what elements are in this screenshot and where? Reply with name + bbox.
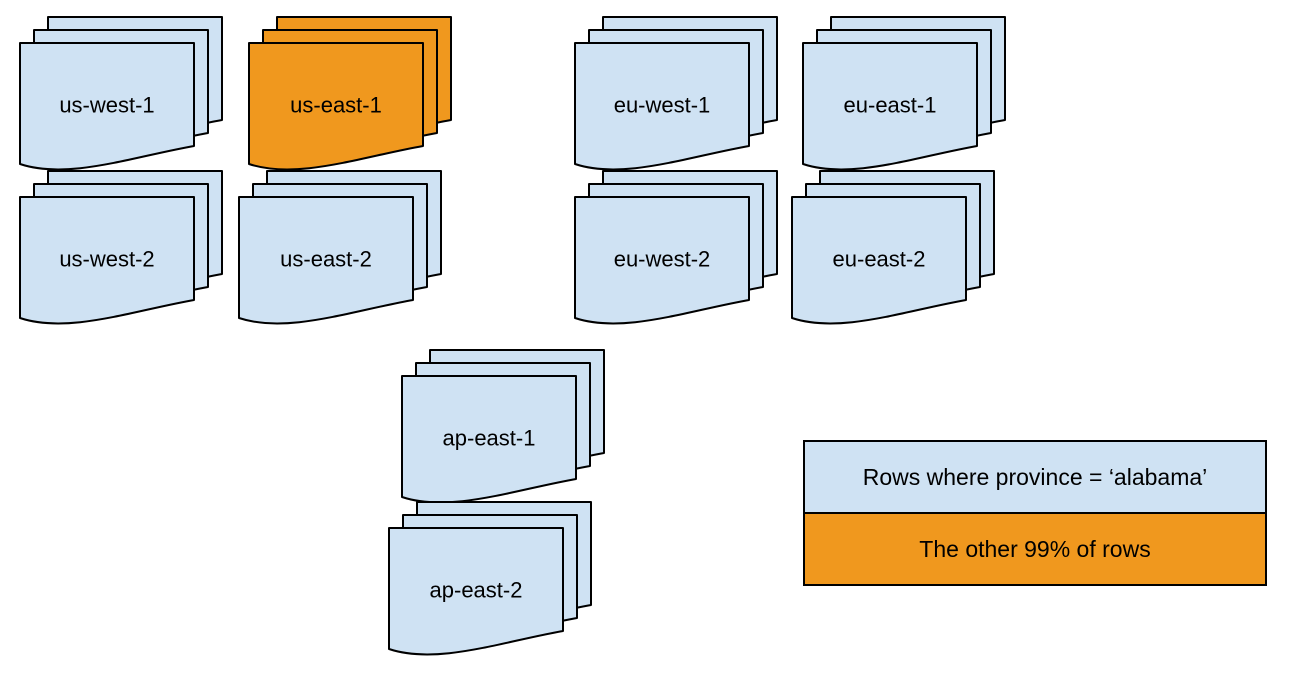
stack-us-west-2: us-west-2 (19, 170, 223, 325)
stack-label: eu-west-1 (614, 93, 711, 118)
stack-label: us-west-1 (59, 93, 154, 118)
stack-us-east-2: us-east-2 (238, 170, 442, 325)
stack-label: us-east-1 (290, 93, 382, 118)
legend-swatch-other-rows (803, 512, 1267, 586)
stack-eu-east-1: eu-east-1 (802, 16, 1006, 171)
stack-eu-east-2: eu-east-2 (791, 170, 995, 325)
stack-label: eu-east-1 (844, 93, 937, 118)
stack-ap-east-2: ap-east-2 (388, 501, 592, 656)
stack-us-west-1: us-west-1 (19, 16, 223, 171)
stack-label: eu-west-2 (614, 247, 711, 272)
stack-label: us-east-2 (280, 247, 372, 272)
stack-ap-east-1: ap-east-1 (401, 349, 605, 504)
legend-label-alabama: Rows where province = ‘alabama’ (863, 464, 1208, 490)
legend-swatch-alabama (803, 440, 1267, 514)
stack-label: eu-east-2 (833, 247, 926, 272)
stack-label: ap-east-1 (443, 426, 536, 451)
legend: Rows where province = ‘alabama’ The othe… (803, 440, 1267, 586)
stack-us-east-1: us-east-1 (248, 16, 452, 171)
stack-label: us-west-2 (59, 247, 154, 272)
legend-label-other-rows: The other 99% of rows (919, 536, 1150, 562)
stack-label: ap-east-2 (430, 578, 523, 603)
stack-eu-west-2: eu-west-2 (574, 170, 778, 325)
stack-eu-west-1: eu-west-1 (574, 16, 778, 171)
